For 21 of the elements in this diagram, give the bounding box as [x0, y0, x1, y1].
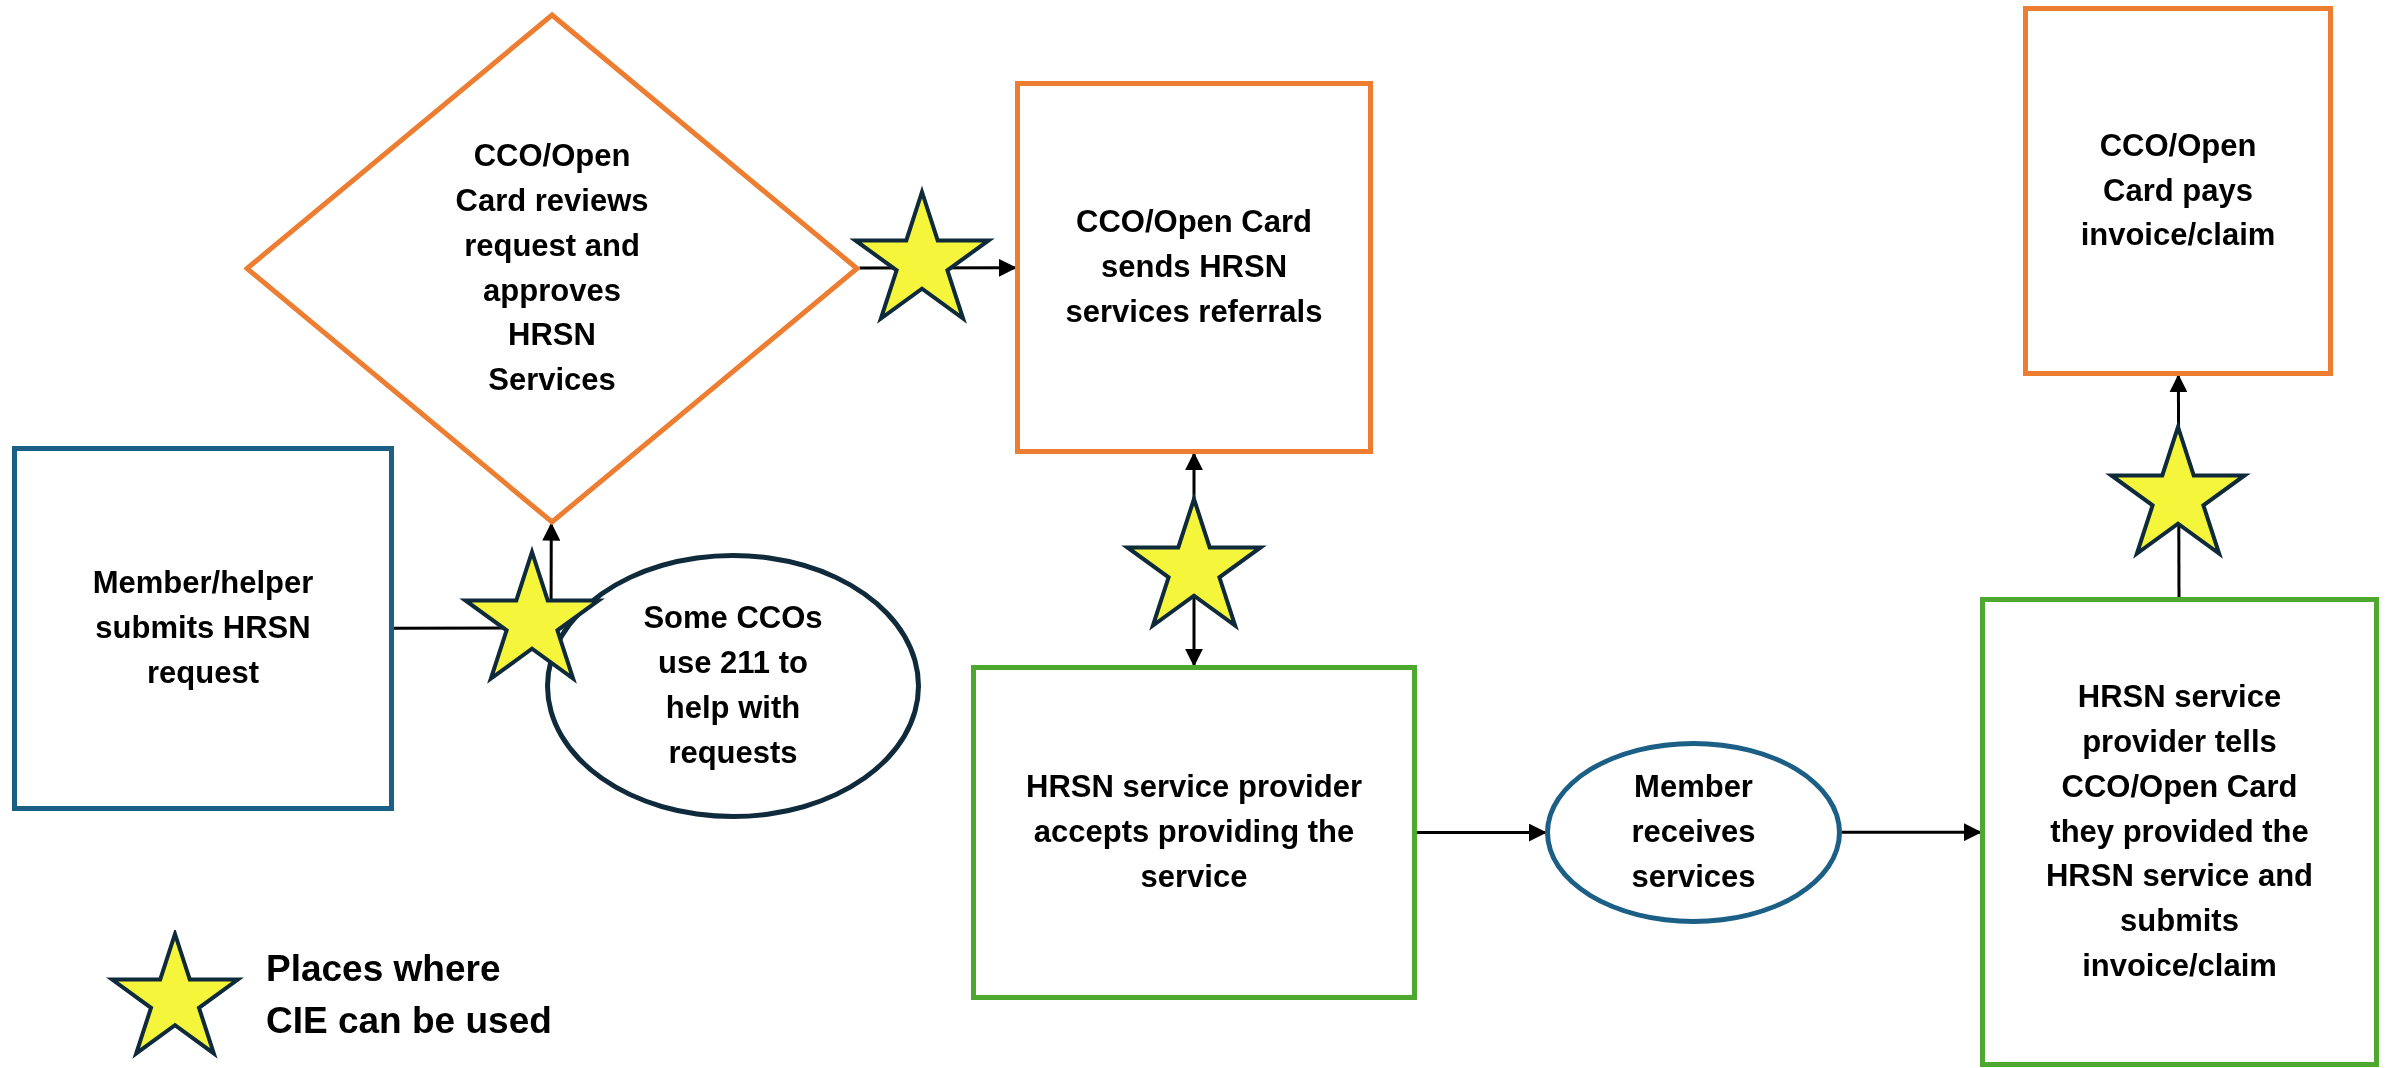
node-text: CCO/Open Card reviews request and approves HRSN Services: [454, 136, 650, 400]
arrow: [1842, 823, 1982, 842]
node-text: CCO/Open Card sends HRSN services referrals: [1064, 203, 1324, 331]
node-text: Some CCOs use 211 to help with requests: [642, 599, 824, 772]
star-icon: [1121, 492, 1267, 631]
legend-text: Places where CIE can be used: [266, 947, 553, 1043]
process-box: [12, 446, 394, 811]
node-text: CCO/Open Card pays invoice/claim: [2079, 126, 2277, 255]
decision-diamond: [244, 12, 860, 525]
star-icon: [2105, 420, 2251, 559]
node-text: Member receives services: [1630, 768, 1757, 896]
node-text: Member/helper submits HRSN request: [91, 564, 315, 692]
node-text: HRSN service provider accepts providing the service: [1025, 768, 1363, 896]
process-box: [2023, 6, 2333, 376]
process-box: [971, 665, 1417, 1000]
process-box: [1980, 597, 2379, 1067]
process-box: [1015, 81, 1373, 454]
arrow: [1417, 823, 1547, 842]
node-text: HRSN service provider tells CCO/Open Card they provided the HRSN service and submits invoice/claim: [2044, 677, 2315, 986]
star-icon: [459, 545, 605, 684]
star-icon: [849, 185, 995, 324]
